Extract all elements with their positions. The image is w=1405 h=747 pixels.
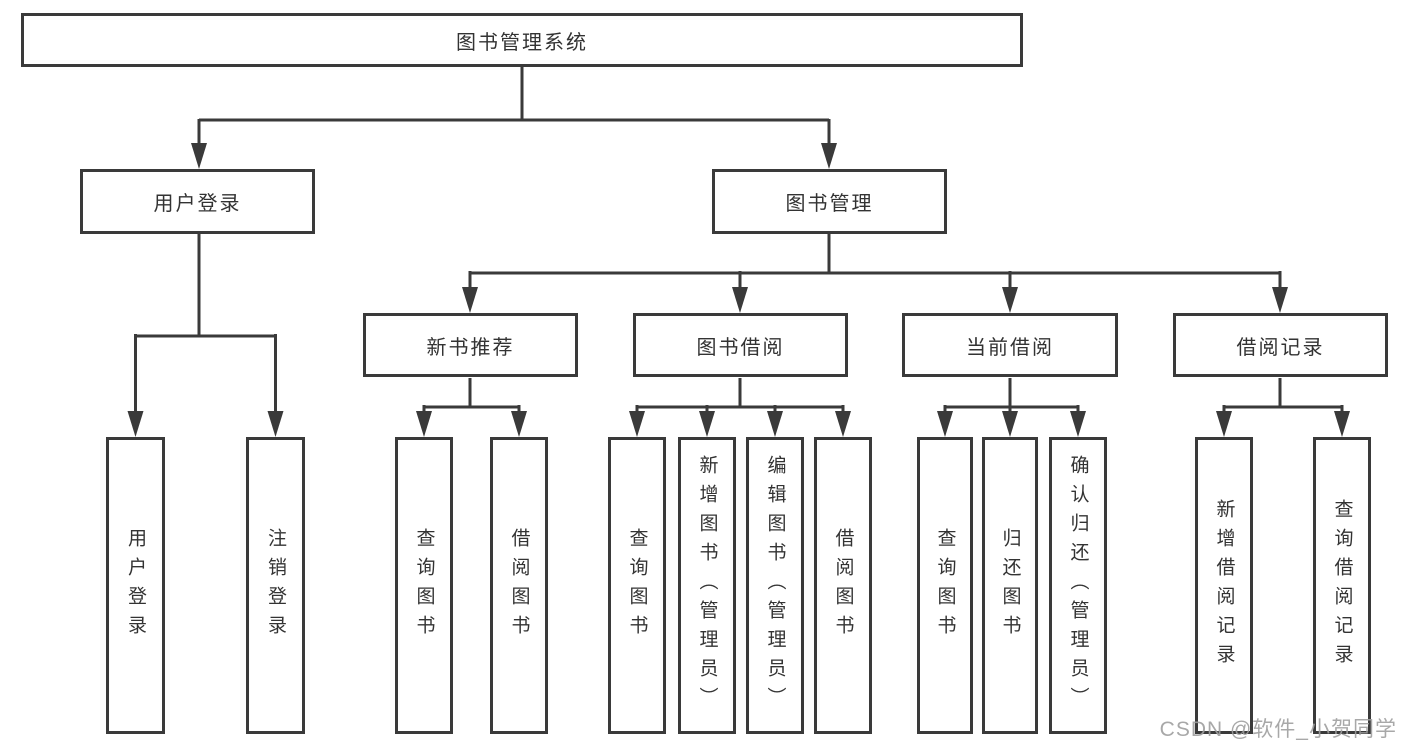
leaf-query-books-recommend: 查询图书 [395,437,453,734]
leaf-edit-book-admin: 编辑图书（管理员） [746,437,804,734]
leaf-user-login: 用户登录 [106,437,165,734]
arrow-icon [1334,411,1350,437]
node-label: 用户登录 [153,193,242,215]
leaf-confirm-return-admin: 确认归还（管理员） [1049,437,1107,734]
leaf-label: 新增图书（管理员） [696,455,718,716]
node-label: 图书管理系统 [456,31,588,54]
arrow-icon [1002,411,1018,437]
node-current-borrow: 当前借阅 [902,313,1118,377]
leaf-borrow-books-recommend: 借阅图书 [490,437,548,734]
arrow-icon [937,411,953,437]
connector-borrow-record-to-leaves [1222,378,1344,416]
leaf-label: 借阅图书 [832,527,854,644]
node-borrow-records: 借阅记录 [1173,313,1388,377]
arrow-icon [767,411,783,437]
arrow-icon [1272,287,1288,313]
leaf-add-borrow-record: 新增借阅记录 [1195,437,1253,734]
connector-root-to-level2 [197,67,831,148]
arrow-icon [1002,287,1018,313]
arrow-icon [127,411,144,437]
node-label: 图书管理 [785,193,874,215]
leaf-query-borrow-record: 查询借阅记录 [1313,437,1371,734]
connector-user-login-to-leaves [134,234,277,416]
connector-book-mgmt-to-level3 [468,234,1282,292]
leaf-label: 查询图书 [934,527,956,644]
leaf-query-books-borrow: 查询图书 [608,437,666,734]
arrowheads [127,143,1350,437]
arrow-icon [191,143,207,169]
arrow-icon [835,411,851,437]
leaf-label: 注销登录 [265,527,286,644]
arrow-icon [699,411,715,437]
leaf-query-books-current: 查询图书 [917,437,973,734]
leaf-label: 借阅图书 [508,527,530,644]
node-new-book-recommend: 新书推荐 [363,313,578,377]
arrow-icon [511,411,527,437]
leaf-label: 查询借阅记录 [1331,498,1353,673]
leaf-logout: 注销登录 [246,437,305,734]
node-label: 当前借阅 [966,336,1054,359]
node-label: 借阅记录 [1236,336,1325,359]
arrow-icon [1070,411,1086,437]
node-user-login: 用户登录 [80,169,315,234]
connector-book-borrow-to-leaves [635,378,845,416]
leaf-add-book-admin: 新增图书（管理员） [678,437,736,734]
leaf-label: 归还图书 [999,527,1021,644]
csdn-watermark: CSDN @软件_小贺同学 [1159,718,1397,741]
leaf-label: 新增借阅记录 [1213,498,1235,673]
arrow-icon [462,287,478,313]
arrow-icon [732,287,748,313]
connector-current-borrow-to-leaves [943,378,1080,416]
leaf-label: 确认归还（管理员） [1067,455,1089,716]
node-book-management: 图书管理 [712,169,947,234]
arrow-icon [821,143,837,169]
connector-new-book-to-leaves [422,378,521,416]
node-label: 图书借阅 [696,336,785,359]
leaf-label: 编辑图书（管理员） [764,455,786,716]
leaf-label: 用户登录 [125,527,146,644]
leaf-label: 查询图书 [626,527,648,644]
node-root-system: 图书管理系统 [21,13,1023,67]
leaf-return-books: 归还图书 [982,437,1038,734]
arrow-icon [416,411,432,437]
node-book-borrow: 图书借阅 [633,313,848,377]
arrow-icon [267,411,284,437]
arrow-icon [629,411,645,437]
leaf-label: 查询图书 [413,527,435,644]
arrow-icon [1216,411,1232,437]
leaf-borrow-books: 借阅图书 [814,437,872,734]
node-label: 新书推荐 [426,336,515,359]
